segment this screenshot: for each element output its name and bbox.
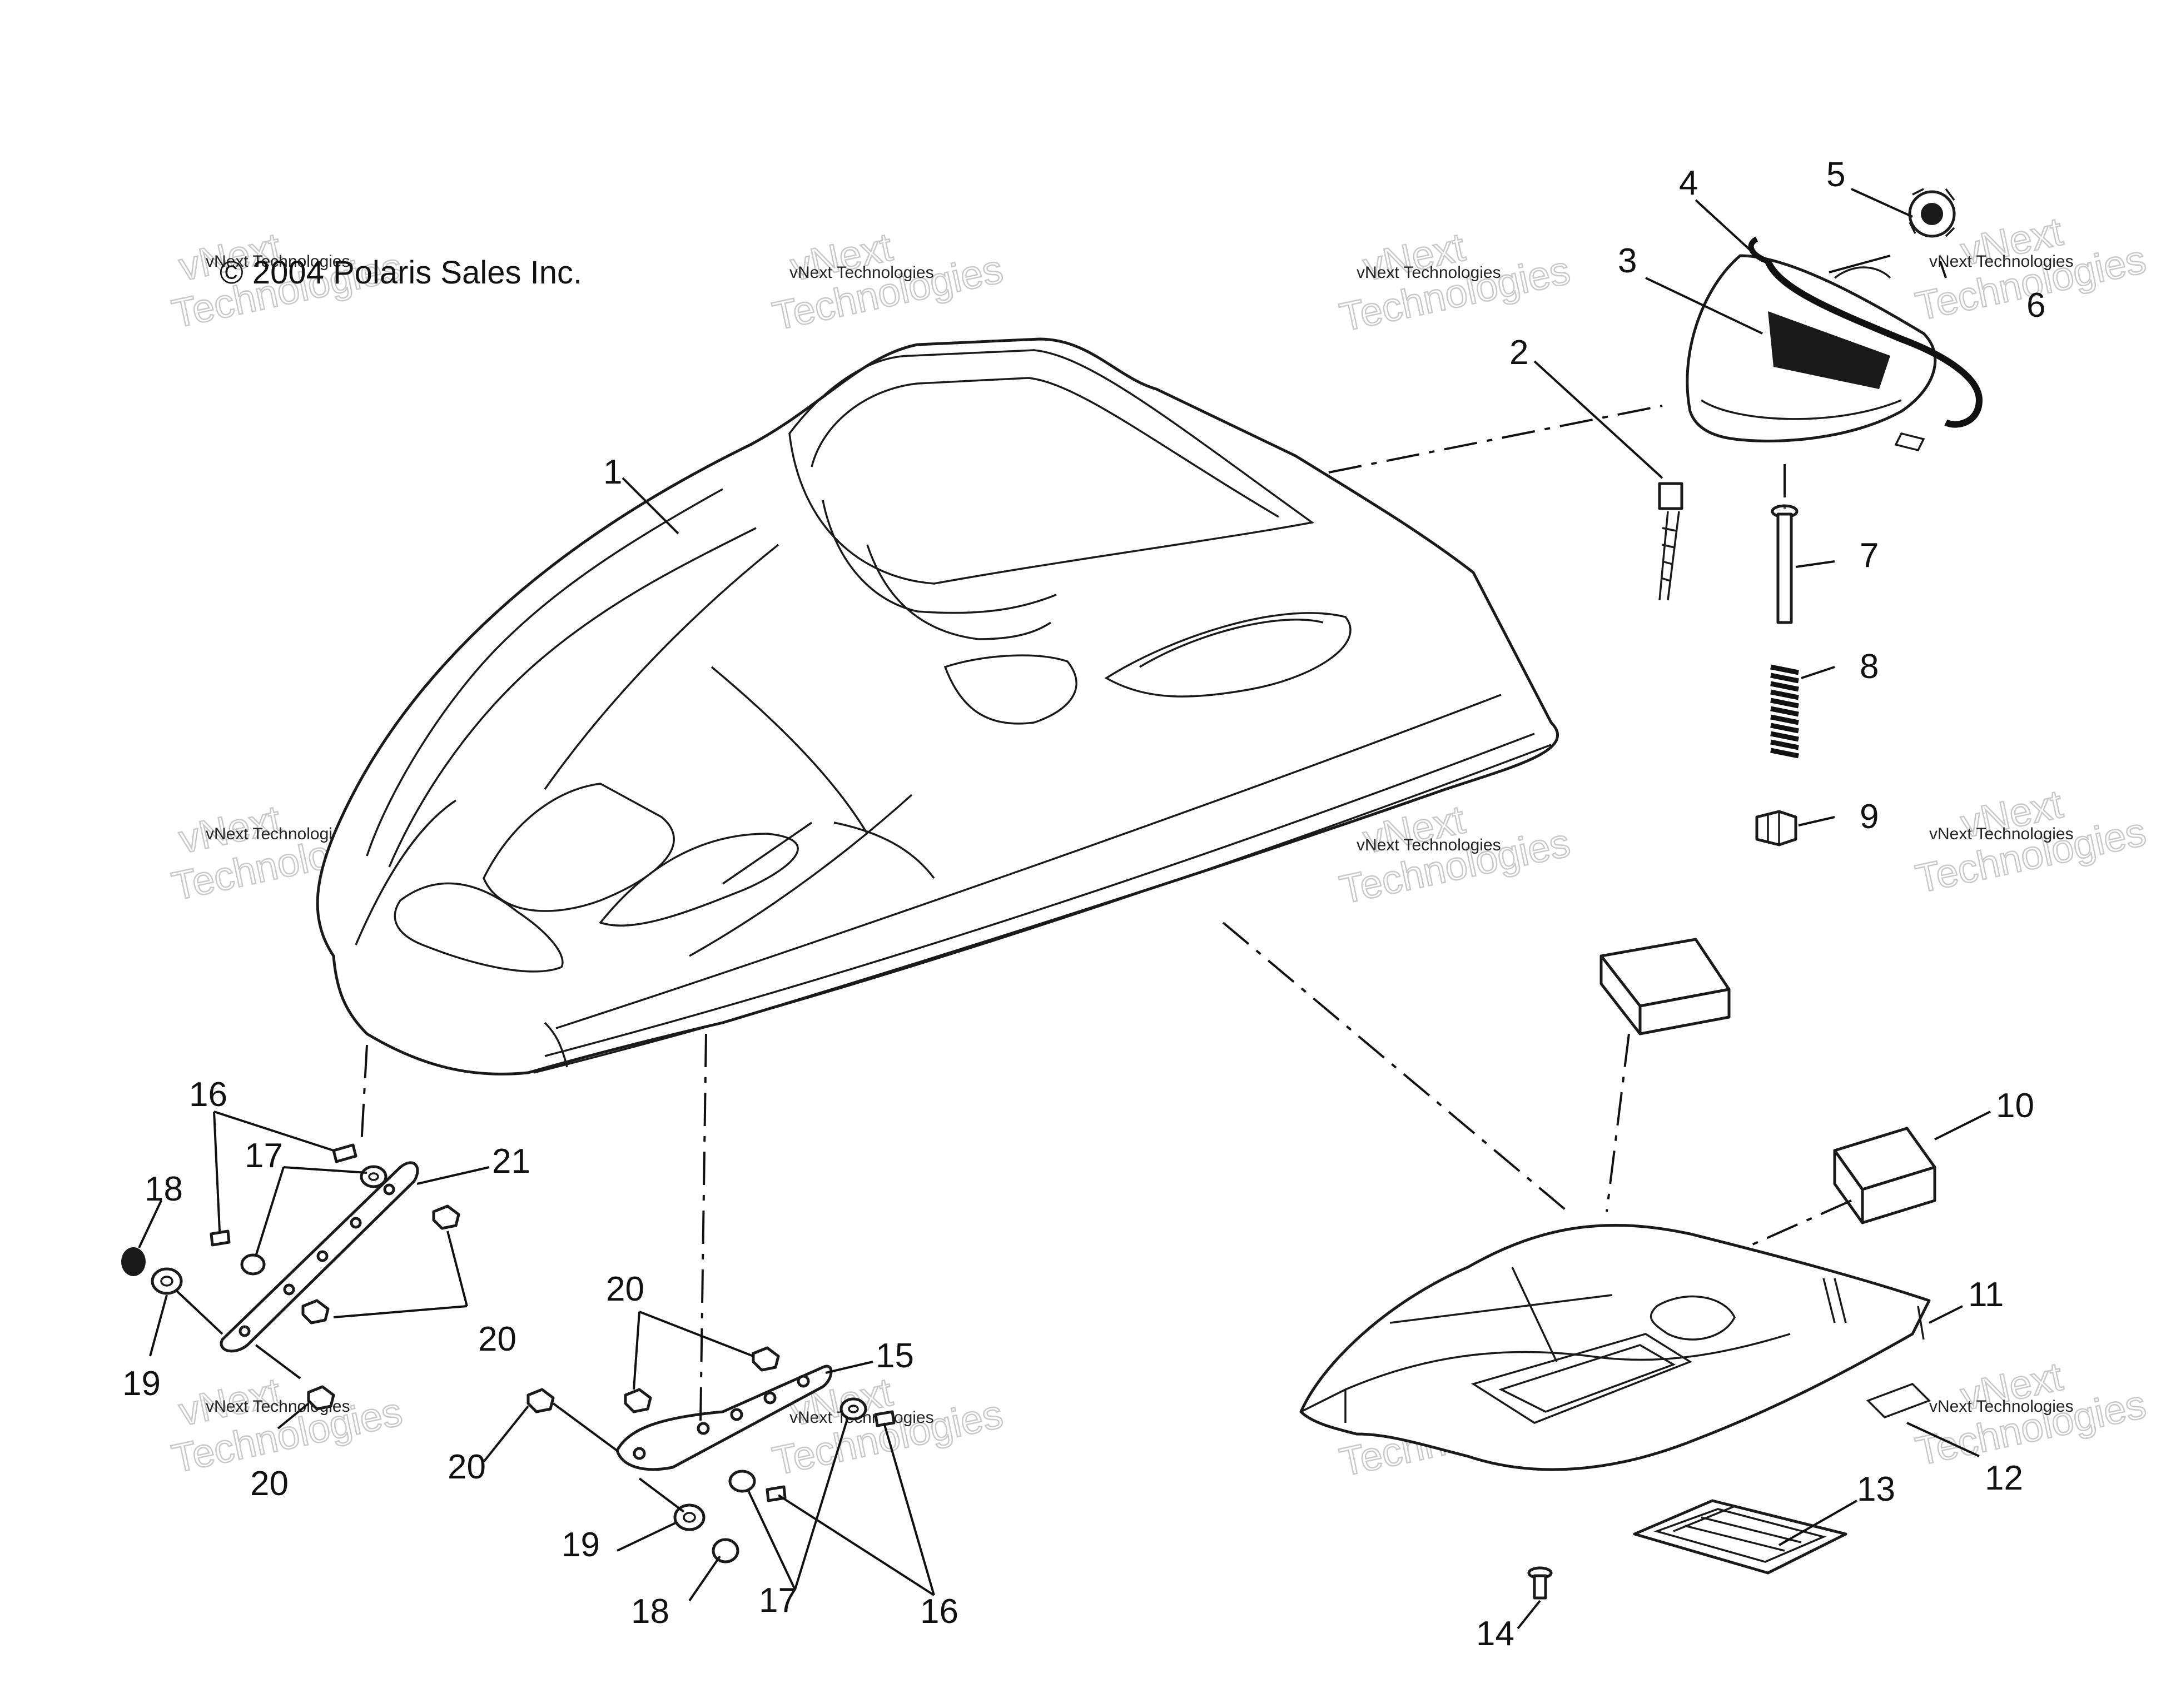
callout-19: 19: [122, 1365, 161, 1403]
callout-17: 17: [759, 1581, 797, 1620]
callout-8: 8: [1860, 648, 1879, 686]
part-6: [1834, 266, 1891, 279]
spring-clip-part-4: [1748, 236, 1983, 428]
callout-16: 16: [920, 1592, 958, 1631]
callout-13: 13: [1857, 1470, 1895, 1508]
callout-3: 3: [1618, 242, 1637, 280]
hardware-right: [526, 1346, 896, 1563]
nut-part-9: [1755, 810, 1797, 846]
callout-12: 12: [1985, 1459, 2023, 1497]
callout-20: 20: [606, 1270, 644, 1308]
callout-16: 16: [189, 1075, 227, 1114]
callout-21: 21: [492, 1142, 530, 1181]
watermark-text: vNext Technologies: [789, 263, 934, 282]
grille-part-13: [1633, 1499, 1847, 1575]
callout-5: 5: [1826, 156, 1845, 194]
bracket-part-15: [615, 1365, 833, 1471]
callout-14: 14: [1476, 1615, 1514, 1653]
bracket-part-21: [220, 1161, 419, 1353]
watermark-text: vNext Technologies: [206, 252, 350, 271]
hood-part-1: [316, 337, 1559, 1075]
assembly-lines: [360, 405, 1852, 1423]
callout-18: 18: [631, 1592, 669, 1631]
callout-11: 11: [1968, 1276, 2004, 1314]
watermark-text: vNext Technologies: [1357, 836, 1501, 854]
callout-1: 1: [603, 453, 622, 491]
watermark-text: vNext Technologies: [1929, 252, 2074, 271]
tray-part-11: [1299, 1223, 1931, 1471]
part-12: [1866, 1382, 1931, 1419]
callout-7: 7: [1860, 536, 1879, 575]
callout-labels: 1 2 3 4 5 6 7 8 9 10 11 12 13 14 15 16 1…: [122, 156, 2045, 1653]
watermark-text: vNext Technologies: [1929, 1397, 2074, 1416]
hardware-left: [121, 1143, 460, 1411]
callout-20: 20: [250, 1465, 289, 1503]
callout-10: 10: [1996, 1087, 2034, 1125]
pin-part-7: [1771, 504, 1799, 624]
callout-4: 4: [1679, 164, 1698, 202]
knob-part-5: [1908, 188, 1956, 238]
watermark-text: vNext Technologies: [206, 825, 350, 843]
watermark-text: vNext Technologies: [1357, 263, 1501, 282]
watermark-text: vNext Technologies: [1929, 825, 2074, 843]
leader-lines: [138, 188, 1991, 1630]
copyright-notice: © 2004 Polaris Sales Inc.: [220, 255, 582, 291]
callout-20: 20: [448, 1448, 486, 1486]
callout-9: 9: [1860, 798, 1879, 836]
foam-block-part-10: [1599, 938, 1936, 1224]
screw-part-14: [1527, 1566, 1553, 1600]
callout-18: 18: [145, 1170, 183, 1208]
sensor-part-2: [1658, 482, 1683, 601]
callout-17: 17: [245, 1137, 283, 1175]
callout-2: 2: [1509, 333, 1528, 372]
callout-20: 20: [478, 1320, 516, 1358]
callout-15: 15: [876, 1337, 914, 1375]
latch-housing-part-3: [1686, 254, 1937, 452]
spring-part-8: [1770, 664, 1799, 759]
callout-19: 19: [562, 1526, 600, 1564]
callout-6: 6: [2026, 286, 2045, 325]
